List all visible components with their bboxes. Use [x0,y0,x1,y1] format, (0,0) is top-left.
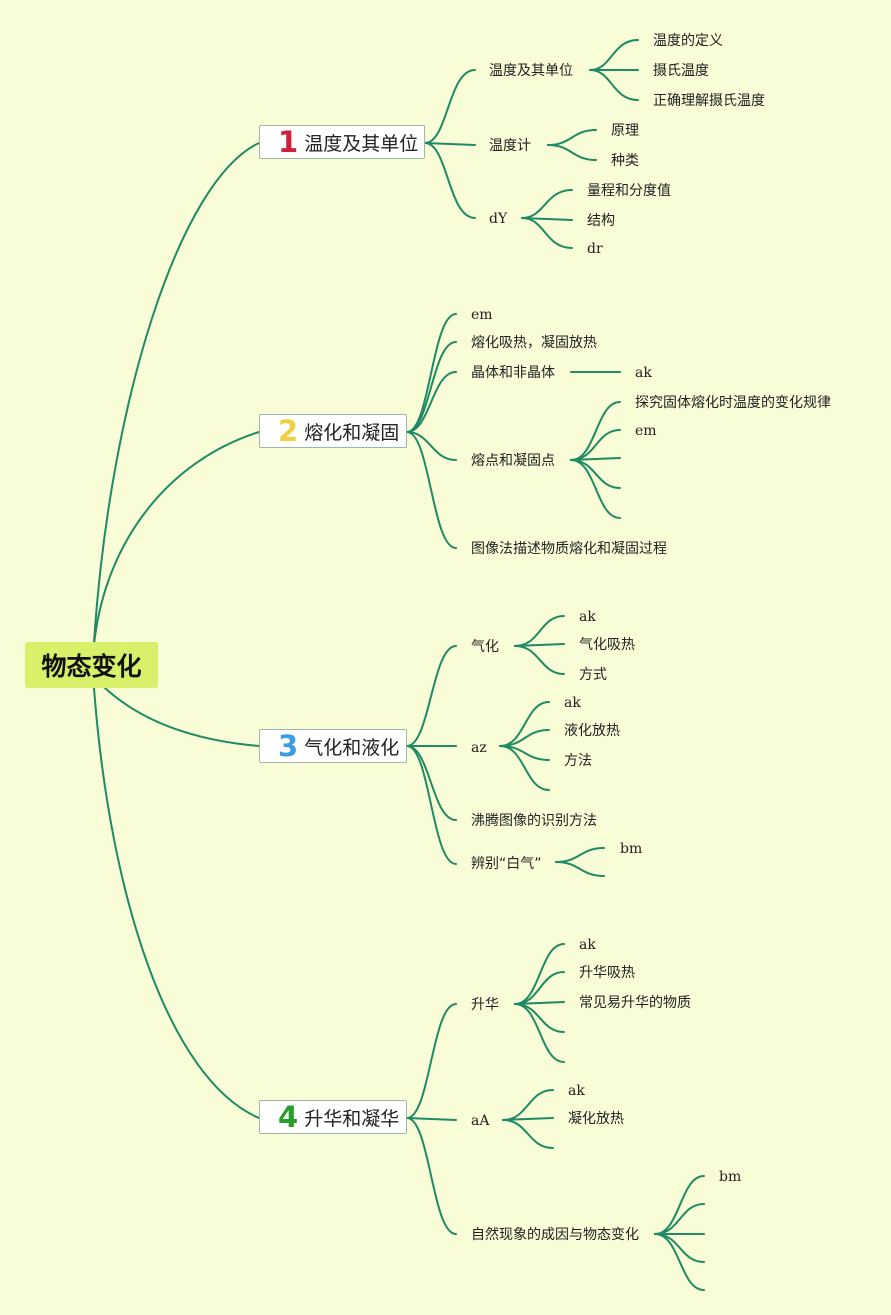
node-em[interactable]: em [471,307,493,323]
leaf-node[interactable]: ak [635,365,652,381]
topic-label: 气化和液化 [304,736,400,759]
node-heat-absorb[interactable]: 熔化吸热，凝固放热 [471,335,597,351]
number-4-icon: 4 [278,1099,299,1134]
leaf-node[interactable]: 量程和分度值 [587,183,671,199]
topic-label: 温度及其单位 [304,132,419,155]
node-white-gas[interactable]: 辨别“白气” [471,856,542,872]
node-vaporize[interactable]: 气化 [471,639,499,655]
topic-label: 熔化和凝固 [304,421,400,444]
leaf-node[interactable]: 正确理解摄氏温度 [653,93,765,109]
node-az[interactable]: az [471,740,487,756]
leaf-node[interactable]: 原理 [611,123,639,139]
node-aa[interactable]: aA [471,1113,490,1129]
number-2-icon: 2 [278,413,299,448]
leaf-node[interactable]: 液化放热 [564,723,620,739]
node-sublimation[interactable]: 升华 [471,997,499,1013]
leaf-node[interactable]: em [635,423,657,439]
topic-melting[interactable]: 2 熔化和凝固 [259,414,407,448]
number-3-icon: 3 [278,728,299,763]
node-crystal[interactable]: 晶体和非晶体 [471,365,555,381]
root-node[interactable]: 物态变化 [25,642,158,688]
leaf-node[interactable]: bm [719,1169,742,1185]
leaf-node[interactable]: 摄氏温度 [653,63,709,79]
node-graph-method[interactable]: 图像法描述物质熔化和凝固过程 [471,541,667,557]
leaf-node[interactable]: 凝化放热 [568,1111,624,1127]
leaf-node[interactable]: ak [579,609,596,625]
leaf-node[interactable]: 升华吸热 [579,965,635,981]
topic-temperature[interactable]: 1 温度及其单位 [259,125,425,159]
node-melting-point[interactable]: 熔点和凝固点 [471,453,555,469]
topic-sublimation[interactable]: 4 升华和凝华 [259,1100,407,1134]
leaf-node[interactable]: 温度的定义 [653,33,723,49]
leaf-node[interactable]: bm [620,841,643,857]
leaf-node[interactable]: 探究固体熔化时温度的变化规律 [635,395,831,411]
node-thermometer[interactable]: 温度计 [489,138,531,154]
leaf-node[interactable]: ak [579,937,596,953]
leaf-node[interactable]: ak [568,1083,585,1099]
number-1-icon: 1 [278,124,299,159]
leaf-node[interactable]: ak [564,695,581,711]
leaf-node[interactable]: 种类 [611,153,639,169]
leaf-node[interactable]: dr [587,241,603,257]
node-boiling-graph[interactable]: 沸腾图像的识别方法 [471,813,597,829]
topic-vaporization[interactable]: 3 气化和液化 [259,729,407,763]
leaf-node[interactable]: 常见易升华的物质 [579,995,691,1011]
node-temperature-unit[interactable]: 温度及其单位 [489,63,573,79]
leaf-node[interactable]: 方式 [579,667,607,683]
node-natural-phenomena[interactable]: 自然现象的成因与物态变化 [471,1227,639,1243]
leaf-node[interactable]: 气化吸热 [579,637,635,653]
node-dy[interactable]: dY [489,211,508,227]
leaf-node[interactable]: 结构 [587,213,615,229]
leaf-node[interactable]: 方法 [564,753,592,769]
topic-label: 升华和凝华 [304,1107,400,1130]
